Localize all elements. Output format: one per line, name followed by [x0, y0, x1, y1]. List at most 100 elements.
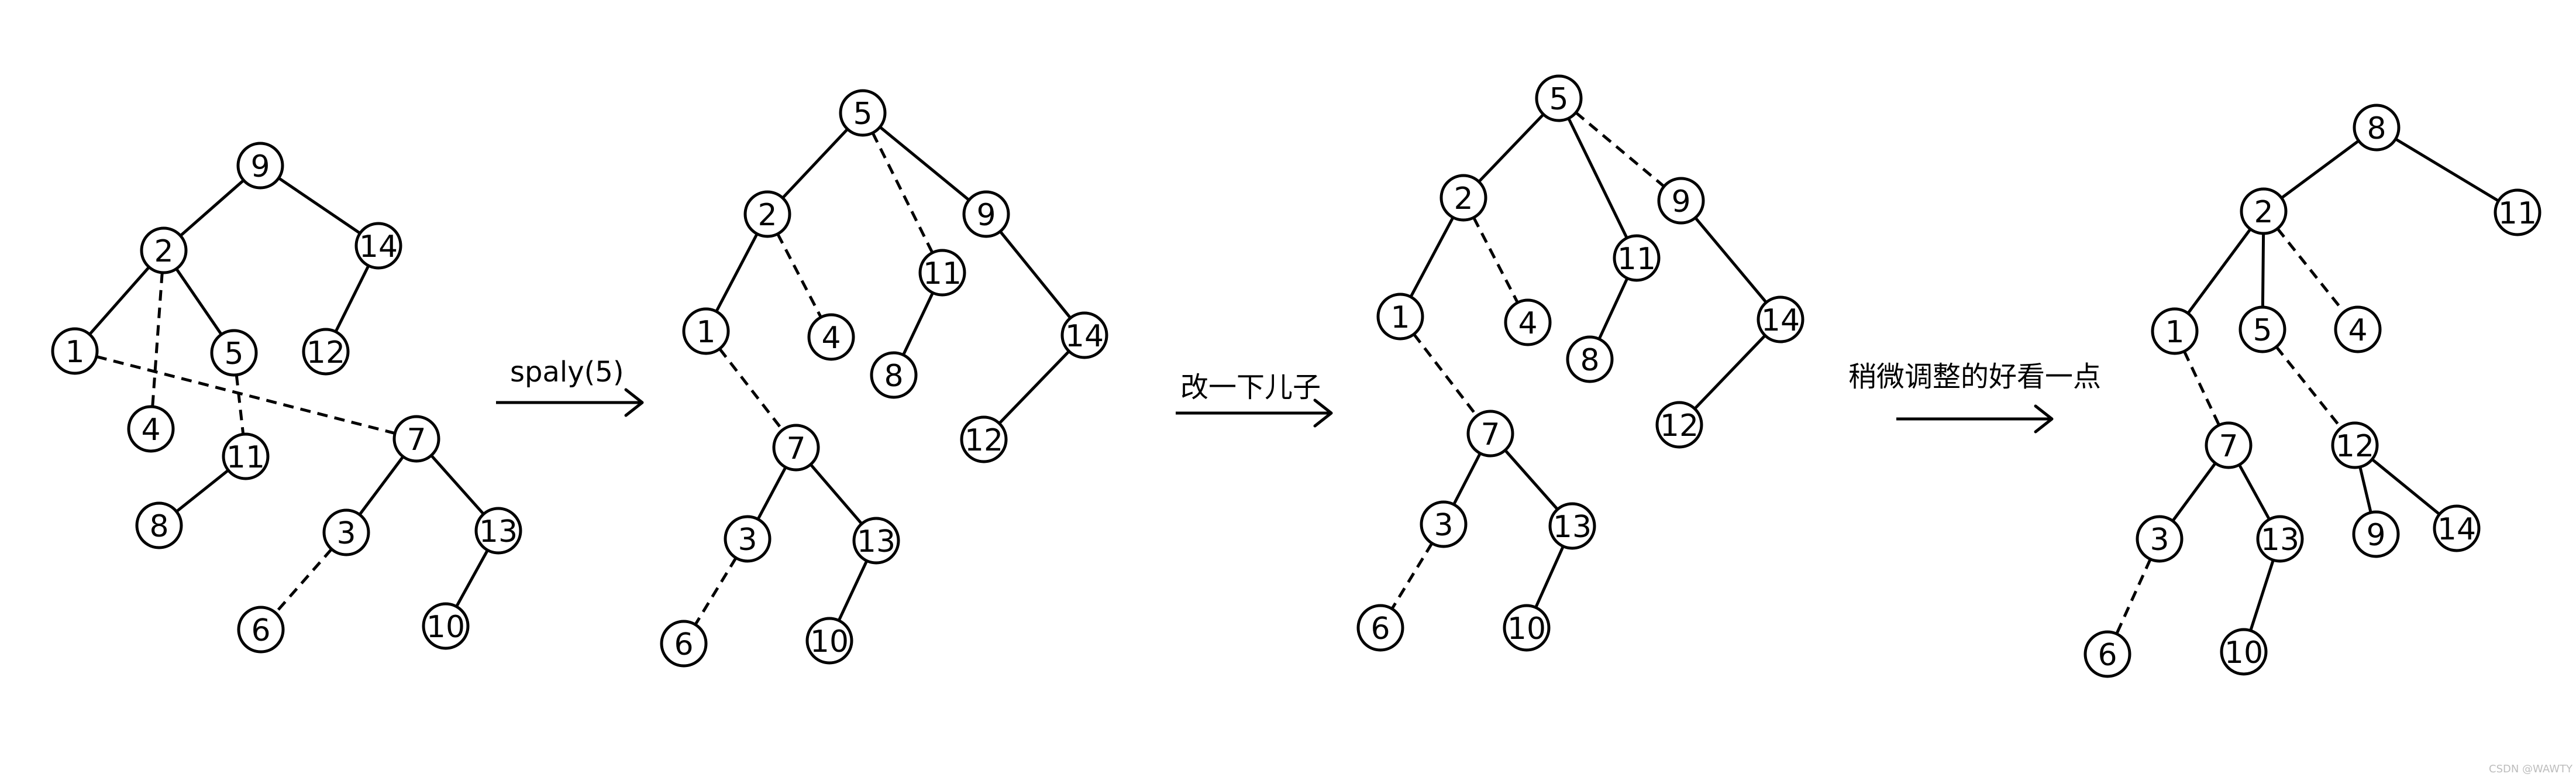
- edge-t1n11-t1n8: [175, 469, 229, 513]
- node-circle: [1420, 500, 1468, 548]
- node-circle: [422, 602, 470, 650]
- node-t2n2: 2: [743, 190, 791, 238]
- node-label: 10: [1507, 611, 1546, 647]
- node-label: 4: [141, 412, 160, 448]
- node-circle: [743, 190, 791, 238]
- node-circle: [1356, 604, 1404, 652]
- edge-t4n5-t4n12: [2275, 346, 2343, 429]
- node-label: 13: [479, 514, 518, 549]
- node-label: 13: [2261, 522, 2299, 558]
- node-label: 13: [857, 524, 896, 559]
- edge-t1n2-t1n1: [88, 266, 150, 336]
- edge-t4n12-t4n14: [2371, 458, 2441, 515]
- node-label: 5: [2253, 313, 2272, 348]
- node-t4n14: 14: [2433, 504, 2481, 552]
- node-label: 3: [2150, 522, 2169, 558]
- node-label: 4: [2348, 313, 2367, 348]
- node-label: 11: [2498, 196, 2537, 231]
- node-label: 14: [1761, 303, 1800, 338]
- node-circle: [2352, 510, 2400, 558]
- node-t1n7: 7: [392, 415, 440, 463]
- node-circle: [236, 142, 284, 190]
- node-label: 9: [2366, 518, 2385, 553]
- node-label: 2: [757, 198, 777, 233]
- edge-t2n14-t2n12: [998, 350, 1070, 425]
- node-label: 11: [226, 440, 265, 475]
- node-circle: [839, 89, 887, 137]
- edge-t2n1-t2n7: [718, 348, 784, 431]
- edge-t4n8-t4n11: [2395, 137, 2499, 202]
- arrow-label-splay: spaly(5): [510, 356, 624, 388]
- node-circle: [2331, 421, 2379, 469]
- edge-t3n2-t3n4: [1472, 216, 1519, 304]
- node-label: 8: [884, 359, 903, 394]
- node-circle: [2433, 504, 2481, 552]
- node-t3n14: 14: [1757, 295, 1804, 343]
- node-t3n12: 12: [1655, 401, 1703, 449]
- node-t2n8: 8: [870, 351, 918, 399]
- node-t4n10: 10: [2220, 628, 2268, 676]
- node-t1n4: 4: [127, 405, 175, 453]
- node-label: 1: [1390, 300, 1410, 335]
- edge-t1n9-t1n14: [278, 177, 361, 235]
- edge-t1n7-t1n3: [358, 455, 405, 516]
- edge-t2n7-t2n13: [809, 463, 863, 525]
- node-circle: [2353, 104, 2401, 152]
- node-label: 3: [1434, 508, 1453, 543]
- node-label: 9: [1671, 184, 1690, 219]
- node-label: 12: [965, 423, 1003, 458]
- node-circle: [1439, 174, 1487, 222]
- node-label: 6: [674, 627, 693, 662]
- node-t3n7: 7: [1466, 410, 1514, 458]
- node-t4n12: 12: [2331, 421, 2379, 469]
- node-circle: [1655, 401, 1703, 449]
- node-label: 2: [1454, 181, 1473, 216]
- node-t3n1: 1: [1376, 293, 1424, 341]
- node-t2n5: 5: [839, 89, 887, 137]
- node-label: 10: [810, 624, 849, 659]
- edge-t2n9-t2n14: [999, 230, 1072, 319]
- node-circle: [870, 351, 918, 399]
- node-label: 3: [336, 516, 356, 551]
- node-t3n2: 2: [1439, 174, 1487, 222]
- node-t1n3: 3: [322, 508, 370, 556]
- edges-layer: [88, 111, 2499, 635]
- node-label: 3: [738, 522, 757, 558]
- arrow-adjust-layout: 稍微调整的好看一点: [1848, 360, 2101, 434]
- edge-t3n5-t3n9: [1575, 111, 1665, 188]
- node-t4n6: 6: [2083, 630, 2131, 678]
- node-label: 9: [976, 198, 996, 233]
- edge-t3n11-t3n8: [1597, 277, 1629, 340]
- edge-t4n2-t4n1: [2186, 228, 2252, 314]
- node-t1n10: 10: [422, 602, 470, 650]
- node-t1n6: 6: [237, 606, 285, 654]
- node-label: 10: [426, 610, 465, 645]
- node-label: 7: [786, 431, 805, 466]
- node-label: 1: [65, 335, 84, 370]
- edge-t1n7-t1n13: [430, 454, 485, 515]
- edge-t1n2-t1n5: [175, 267, 223, 336]
- node-circle: [1466, 410, 1514, 458]
- edge-t3n1-t3n7: [1413, 333, 1478, 417]
- edge-t4n1-t4n7: [2182, 350, 2221, 426]
- edge-t3n14-t3n12: [1693, 334, 1766, 410]
- node-circle: [135, 501, 183, 549]
- edge-t4n3-t4n6: [2115, 558, 2152, 635]
- node-label: 1: [2165, 315, 2184, 350]
- node-circle: [960, 415, 1008, 463]
- arrow-label-adjust-layout: 稍微调整的好看一点: [1848, 360, 2101, 393]
- watermark: CSDN @WAWTY: [2489, 763, 2573, 775]
- node-circle: [1535, 74, 1583, 122]
- node-circle: [237, 606, 285, 654]
- node-t1n2: 2: [140, 226, 188, 274]
- node-circle: [1548, 502, 1596, 550]
- node-circle: [2151, 307, 2199, 355]
- node-t2n10: 10: [805, 617, 853, 665]
- node-t4n1: 1: [2151, 307, 2199, 355]
- node-label: 14: [1065, 319, 1104, 354]
- node-label: 8: [1580, 343, 1599, 378]
- node-t1n9: 9: [236, 142, 284, 190]
- node-circle: [302, 328, 350, 376]
